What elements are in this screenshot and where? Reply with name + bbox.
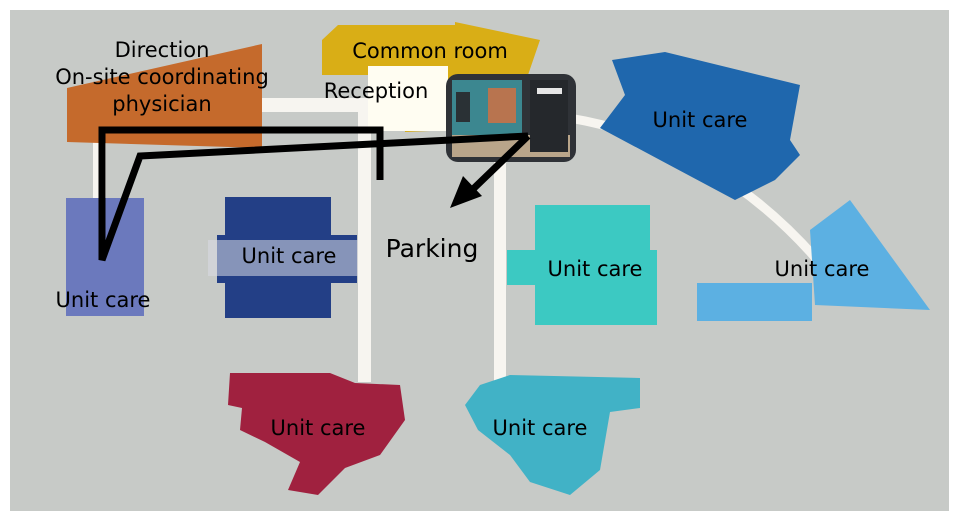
unit-care-far-right-arrow — [810, 200, 930, 310]
unit-care-crimson-label: Unit care — [271, 416, 366, 440]
unit-care-far-right-bar — [697, 283, 812, 321]
reception-photo-sign — [537, 88, 562, 94]
reception-photo-glare — [456, 92, 470, 122]
reception-photo-board — [488, 88, 516, 123]
route — [98, 126, 531, 262]
route-arrow-head — [450, 176, 482, 208]
unit-care-far-right-shape — [697, 200, 930, 321]
unit-care-far-right-label: Unit care — [775, 257, 870, 281]
direction-label-line3: physician — [112, 92, 211, 116]
unit-care-navy-label: Unit care — [242, 244, 337, 268]
unit-care-navy-top — [225, 197, 331, 235]
unit-care-teal-bottom — [535, 285, 657, 325]
corridor-right-vertical — [494, 150, 506, 390]
unit-care-crimson-shape — [228, 373, 405, 495]
unit-care-top-right-shape — [600, 52, 800, 200]
unit-care-teal-shape — [507, 205, 657, 325]
unit-care-teal-label: Unit care — [548, 257, 643, 281]
unit-care-navy-bottom — [225, 283, 331, 318]
parking-label: Parking — [386, 234, 479, 263]
common-room-label: Common room — [352, 39, 508, 63]
reception-area — [368, 66, 448, 131]
direction-building — [67, 44, 262, 148]
unit-care-cyan-shape — [465, 375, 640, 495]
unit-care-teal-middle — [507, 250, 657, 285]
unit-care-top-right-label: Unit care — [653, 108, 748, 132]
direction-label-line1: Direction — [115, 38, 210, 62]
unit-care-cyan-label: Unit care — [493, 416, 588, 440]
reception-label: Reception — [324, 79, 429, 103]
route-line — [98, 126, 529, 262]
unit-care-teal-top — [535, 205, 650, 250]
corridor-center-vertical — [358, 112, 371, 382]
unit-care-left-label: Unit care — [56, 288, 151, 312]
route-arrow-shaft — [467, 133, 531, 195]
unit-care-navy-label-highlight — [208, 240, 358, 276]
direction-label-line2: On-site coordinating — [55, 65, 269, 89]
